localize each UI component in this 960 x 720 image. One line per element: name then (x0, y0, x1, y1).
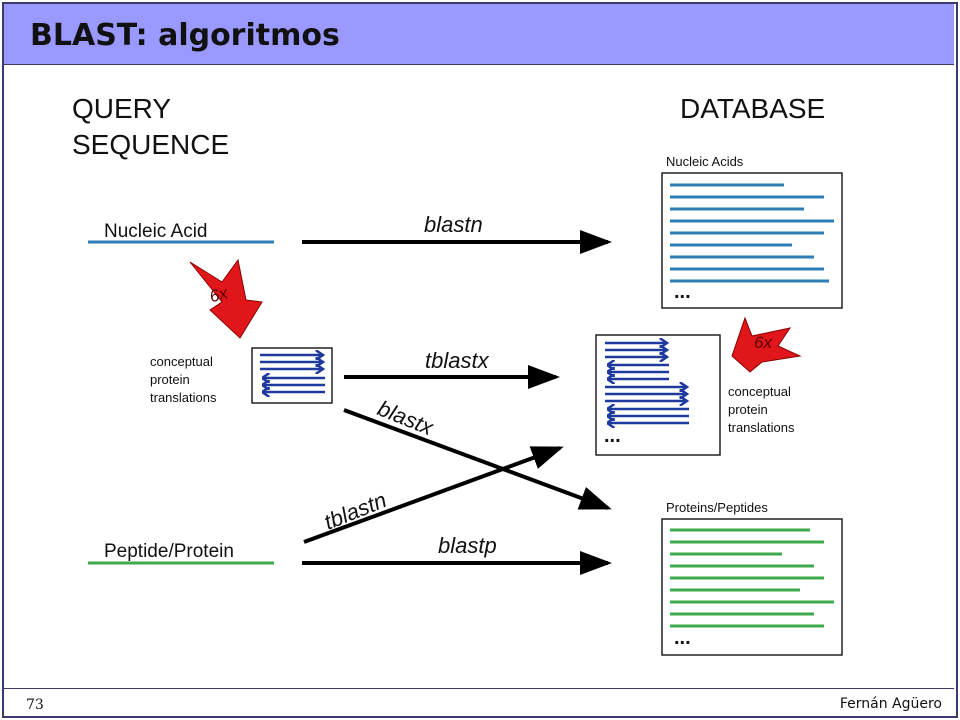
six-x-arrow-right: 6x (731, 316, 802, 373)
label-tblastn: tblastn (321, 487, 390, 534)
db-protein-sequences (670, 528, 834, 628)
db-nucleic-ellipsis: ... (674, 281, 691, 303)
six-x-arrow-left: 6x (189, 258, 263, 339)
arrow-blastn: blastn (302, 212, 612, 254)
title-bar: BLAST: algoritmos (4, 4, 954, 65)
six-x-label-right: 6x (754, 333, 772, 352)
query-header-line1: QUERY (72, 93, 171, 124)
page-number: 73 (26, 697, 44, 713)
db-translation-label-1: conceptual (728, 384, 791, 399)
arrow-blastp: blastp (302, 533, 612, 575)
arrow-tblastx: tblastx (344, 348, 560, 389)
query-peptide-label: Peptide/Protein (104, 541, 234, 562)
db-nucleic-sequences (670, 183, 834, 283)
footer-divider (4, 688, 954, 689)
label-blastn: blastn (424, 212, 483, 237)
db-protein-title: Proteins/Peptides (666, 500, 768, 515)
query-translation-label-3: translations (150, 390, 217, 405)
query-translation-label-2: protein (150, 372, 190, 387)
database-header: DATABASE (680, 93, 825, 124)
db-nucleic-title: Nucleic Acids (666, 154, 744, 169)
db-translation-strands (605, 343, 689, 423)
query-translation-label-1: conceptual (150, 354, 213, 369)
six-x-label-left: 6x (207, 283, 230, 306)
arrow-tblastn: tblastn (303, 446, 564, 544)
query-nucleic-label: Nucleic Acid (104, 221, 208, 242)
label-tblastx: tblastx (425, 348, 490, 373)
query-translation-strands (260, 355, 325, 392)
db-protein-ellipsis: ... (674, 627, 691, 649)
arrow-blastx: blastx (343, 395, 612, 510)
db-translations-ellipsis: ... (604, 425, 621, 447)
query-header-line2: SEQUENCE (72, 129, 229, 160)
label-blastp: blastp (438, 533, 497, 558)
slide-title: BLAST: algoritmos (30, 18, 340, 53)
db-translation-label-3: translations (728, 420, 795, 435)
db-translation-label-2: protein (728, 402, 768, 417)
author-name: Fernán Agüero (839, 696, 942, 712)
